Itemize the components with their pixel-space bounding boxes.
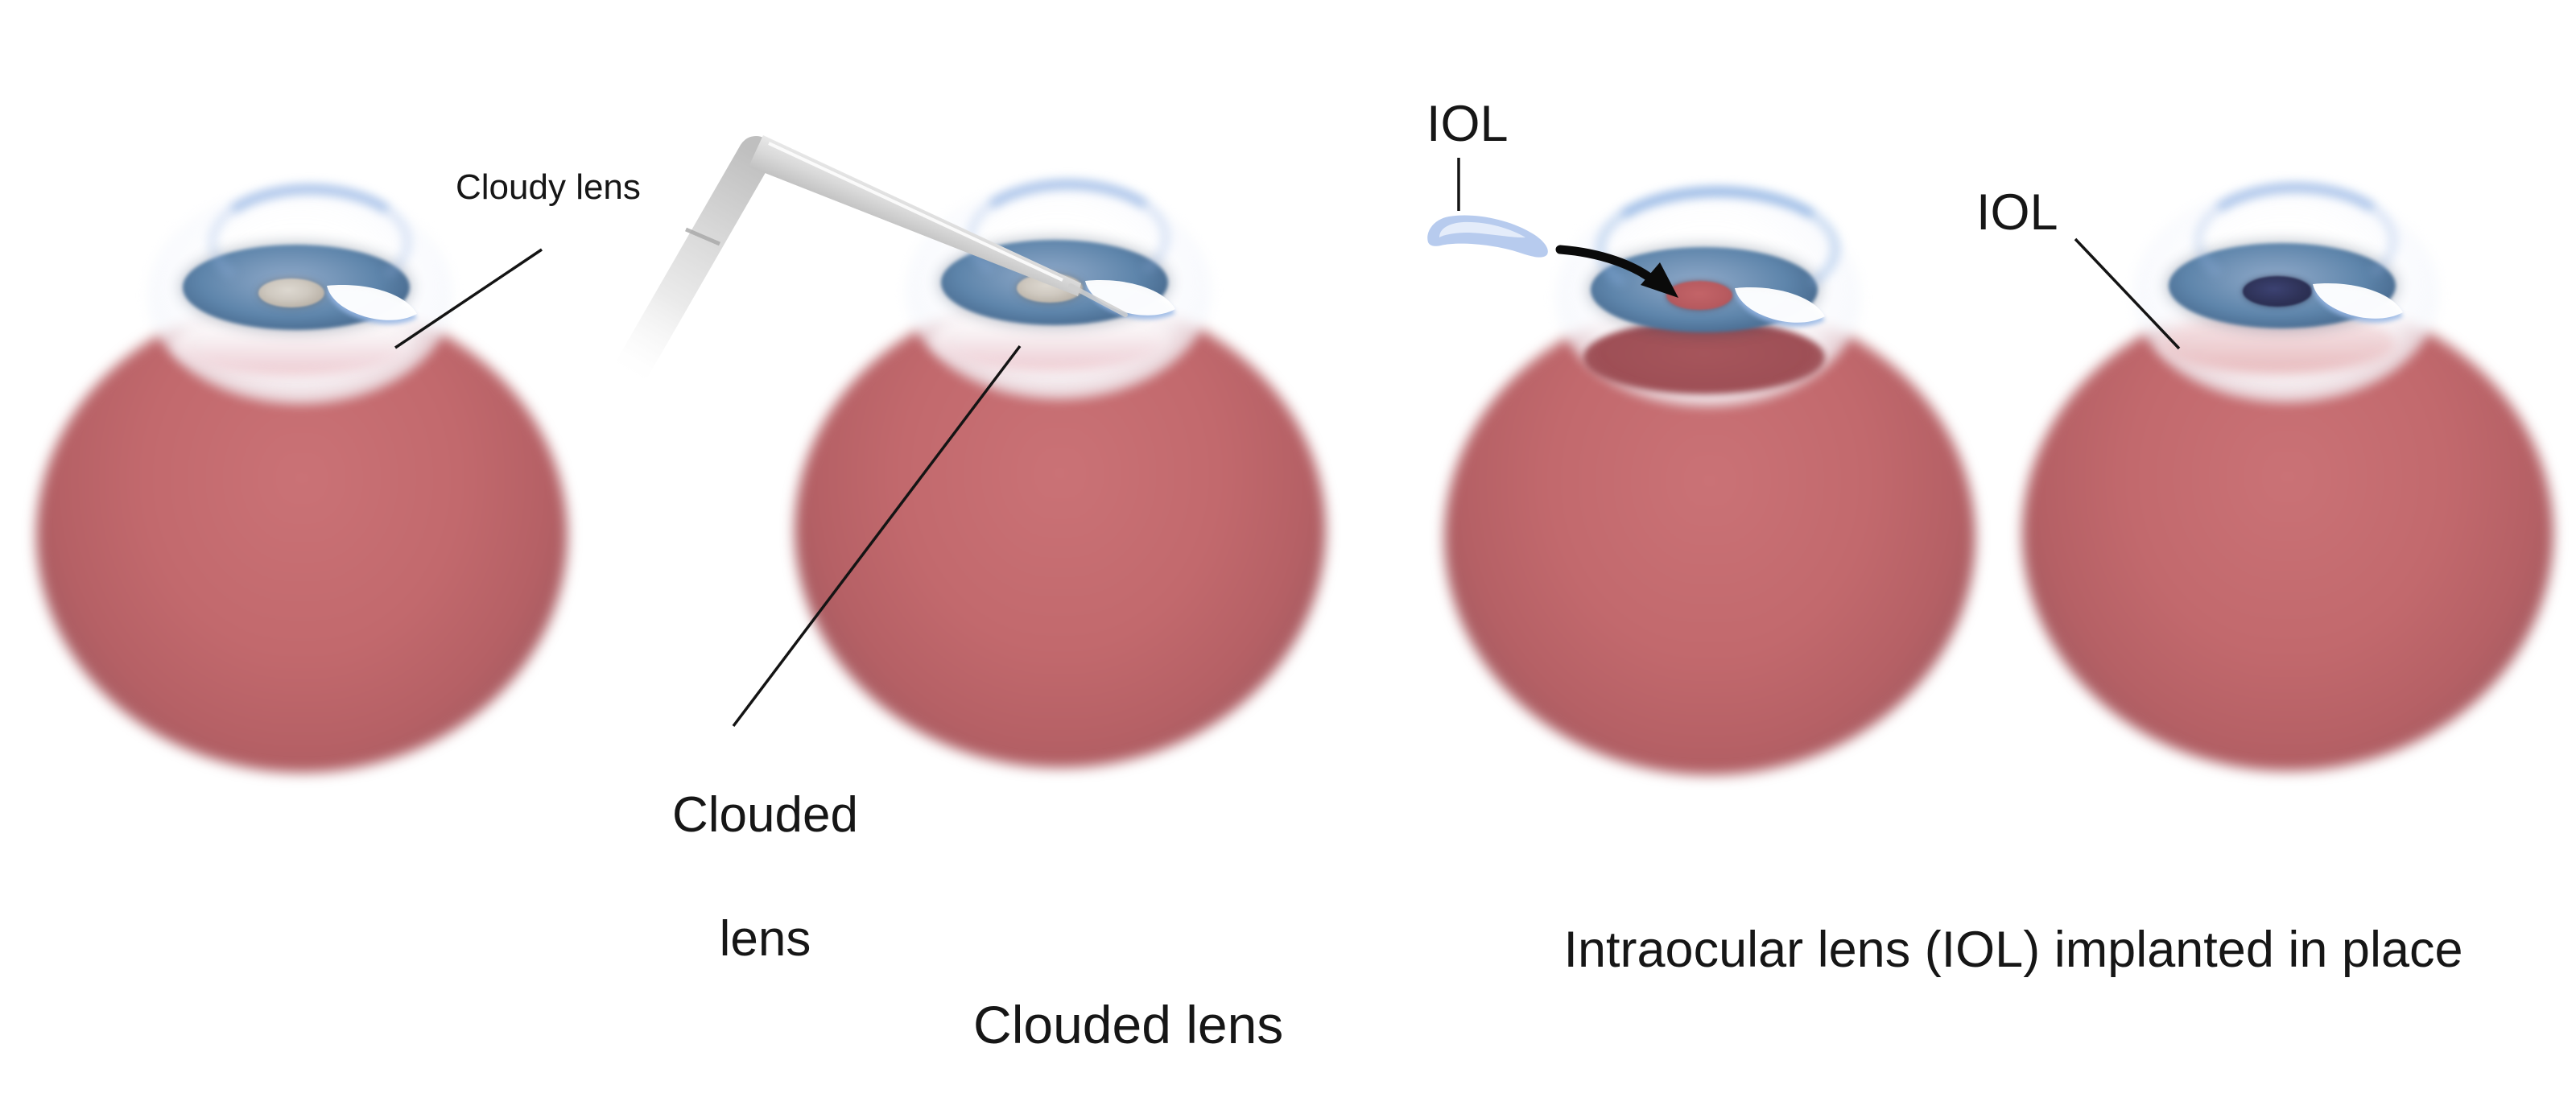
label-iol-implanted: IOL xyxy=(1976,184,2058,241)
caption-clouded-lens-removed: Clouded lens removed xyxy=(914,918,1284,1118)
label-clouded-lens-line2: lens xyxy=(719,910,811,967)
caption-iol-implanted: Intraocular lens (IOL) implanted in plac… xyxy=(1563,922,2463,978)
probe-handle xyxy=(613,136,774,390)
cornea-rim-icon xyxy=(2194,183,2398,299)
cornea-rim-icon xyxy=(208,184,412,300)
probe-elbow xyxy=(739,137,773,171)
caption-removed-line1: Clouded lens xyxy=(973,995,1284,1055)
label-iol-insertion: IOL xyxy=(1426,96,1509,152)
cornea-rim-icon xyxy=(1596,187,1840,311)
eye-stage-4-iol-implanted xyxy=(2000,165,2564,841)
label-clouded-lens-line1: Clouded xyxy=(671,786,858,843)
label-clouded-lens: Clouded lens xyxy=(617,723,858,1032)
label-cloudy-lens: Cloudy lens xyxy=(456,167,641,207)
eye-stage-1-cloudy-lens xyxy=(14,167,578,843)
cornea-rim-icon xyxy=(966,179,1170,295)
probe-joint-band xyxy=(685,227,720,246)
empty-capsule-shadow xyxy=(1583,320,1825,394)
eye-stage-3-iol-insertion xyxy=(1422,169,1986,845)
